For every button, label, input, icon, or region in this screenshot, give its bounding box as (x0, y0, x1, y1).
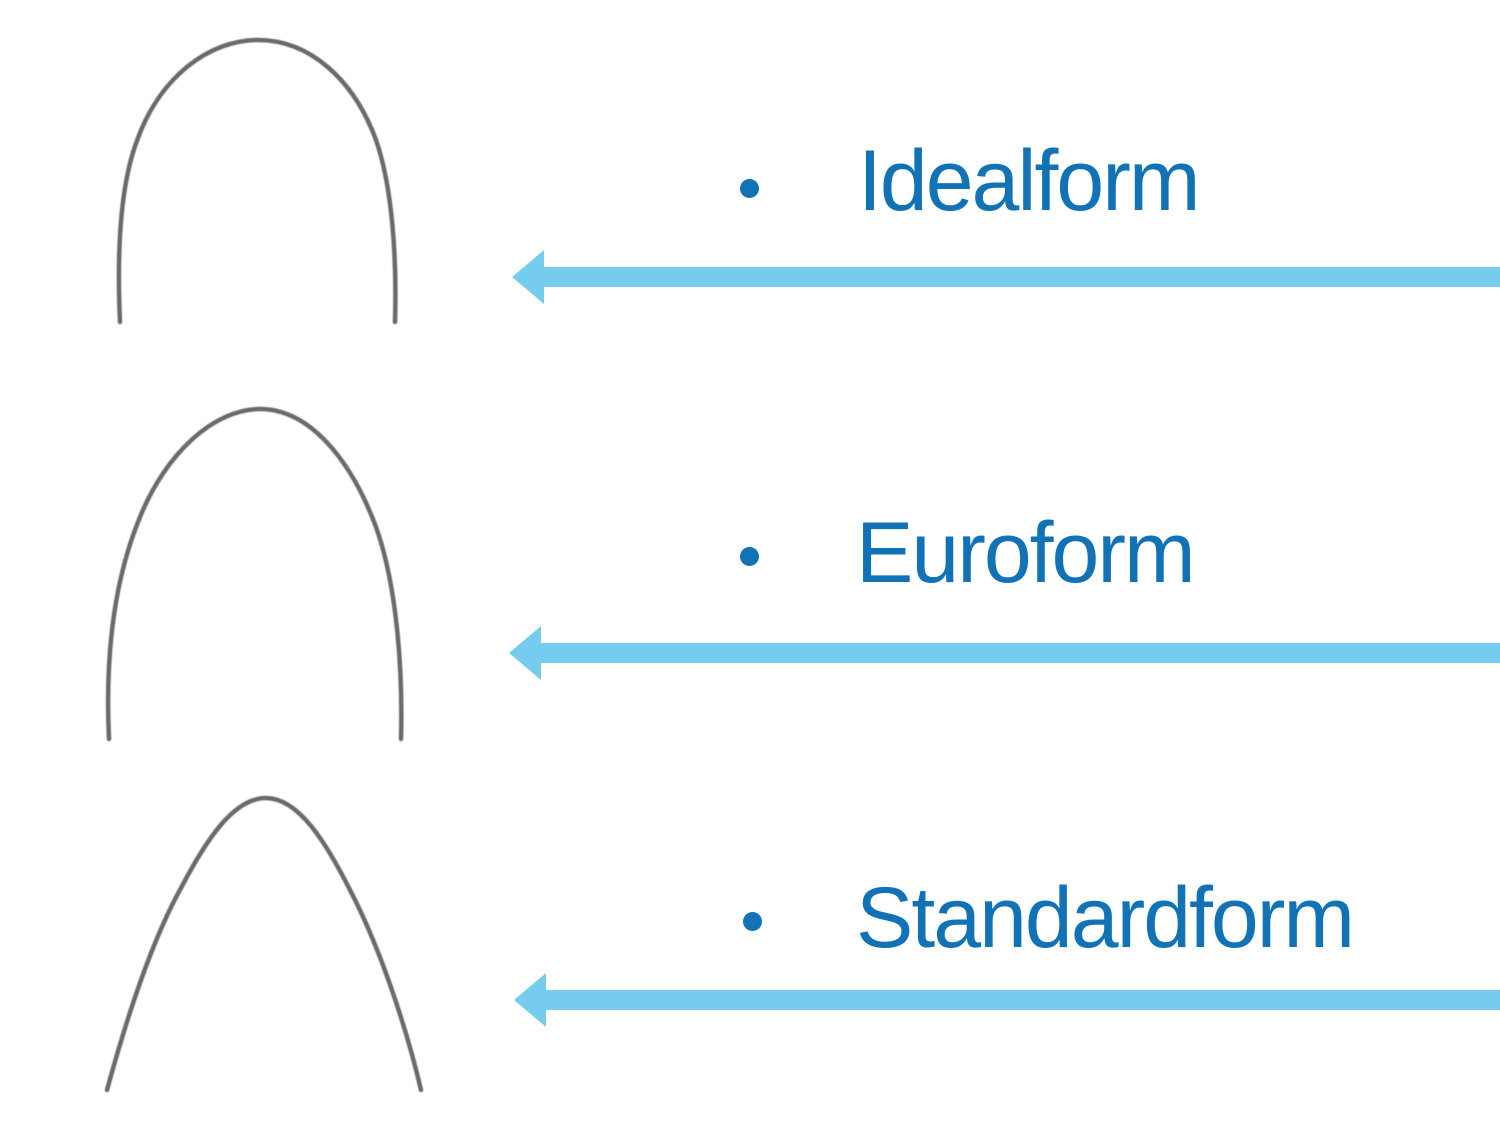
label-standardform: Standardform (856, 870, 1355, 966)
bullet-dot-icon (743, 912, 762, 931)
standardform-arch-wire-icon (104, 795, 424, 1093)
bullet-dot-icon (740, 547, 759, 566)
left-arrow-icon (512, 250, 1500, 304)
label-euroform: Euroform (856, 505, 1196, 601)
left-arrow-icon (514, 973, 1500, 1027)
label-idealform: Idealform (858, 133, 1200, 229)
euroform-arch-wire-icon (105, 406, 404, 742)
bullet-dot-icon (740, 179, 759, 198)
left-arrow-icon (509, 626, 1500, 680)
idealform-arch-wire-icon (116, 37, 398, 325)
